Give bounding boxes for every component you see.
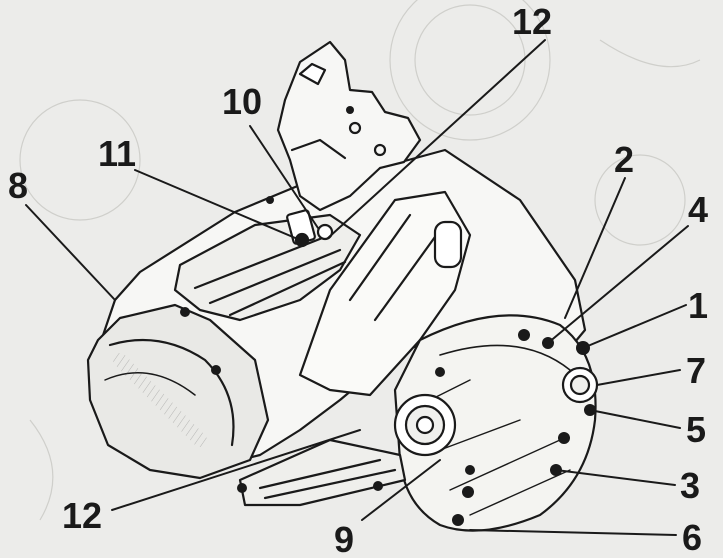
label-3: 3 xyxy=(680,465,700,506)
leader-10 xyxy=(249,125,319,229)
label-12-top: 12 xyxy=(512,1,552,42)
leader-9 xyxy=(361,459,441,521)
leader-4 xyxy=(547,225,689,344)
label-8: 8 xyxy=(8,165,28,206)
label-1: 1 xyxy=(688,285,708,326)
label-6: 6 xyxy=(682,517,702,558)
label-4: 4 xyxy=(688,189,708,230)
label-12-bottom: 12 xyxy=(62,495,102,536)
leader-11 xyxy=(134,169,301,241)
leader-12b xyxy=(111,429,361,511)
leader-1 xyxy=(582,304,687,349)
top-bracket xyxy=(276,40,422,212)
leader-lines xyxy=(25,39,689,536)
gearbox-body xyxy=(86,40,599,532)
callout-labels: 1 2 3 4 5 6 7 8 9 10 11 12 12 xyxy=(8,1,708,558)
clutch-housing xyxy=(393,314,597,532)
leader-3 xyxy=(555,469,676,486)
label-11: 11 xyxy=(98,133,136,174)
rear-cover xyxy=(86,303,270,480)
leader-6 xyxy=(469,529,677,536)
leader-7 xyxy=(596,369,681,386)
label-10: 10 xyxy=(222,81,262,122)
leader-12a xyxy=(327,39,546,239)
leader-2 xyxy=(564,177,626,319)
label-2: 2 xyxy=(614,139,634,180)
label-9: 9 xyxy=(334,519,354,558)
background-traces xyxy=(19,0,701,521)
leader-8 xyxy=(25,204,116,301)
label-7: 7 xyxy=(686,350,706,391)
central-rib xyxy=(298,190,472,397)
label-5: 5 xyxy=(686,409,706,450)
leader-5 xyxy=(589,409,681,429)
